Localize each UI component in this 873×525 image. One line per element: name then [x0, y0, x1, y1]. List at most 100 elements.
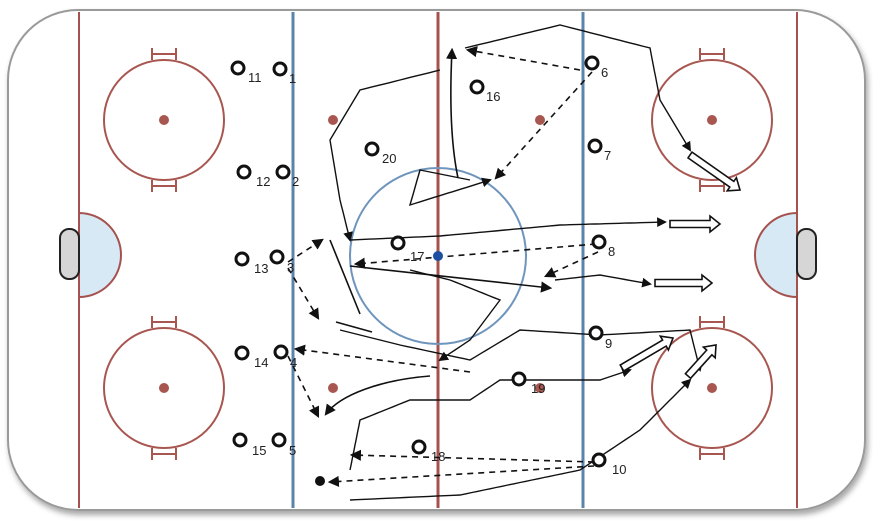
pass-3 [287, 238, 324, 263]
player-9: 9 [588, 325, 612, 351]
pass-3-down [287, 267, 320, 320]
player-marker [511, 371, 527, 387]
goal-net-right [796, 228, 817, 280]
player-marker [236, 164, 252, 180]
player-14: 14 [234, 345, 268, 370]
player-2: 2 [275, 164, 299, 189]
player-6: 6 [584, 55, 608, 80]
shot-arrow-bottom-a [619, 335, 675, 373]
player-marker [275, 164, 291, 180]
neutral-dot-tl [328, 115, 338, 125]
pass-4-down [287, 355, 320, 419]
player-marker [272, 61, 288, 77]
player-10: 10 [591, 452, 626, 477]
skate-top-left [329, 69, 441, 242]
player-label: 11 [248, 70, 262, 85]
skate-loop-top [408, 169, 492, 207]
player-marker [234, 251, 250, 267]
puck [433, 251, 443, 261]
player-label: 1 [289, 71, 296, 86]
player-label: 20 [382, 151, 396, 166]
skate-4 [324, 375, 431, 416]
skate-16-up [445, 47, 459, 179]
player-marker [364, 141, 380, 157]
player-label: 19 [531, 381, 545, 396]
neutral-dot-bl [328, 383, 338, 393]
faceoff-circle-bottom-left [103, 316, 225, 460]
player-13: 13 [234, 251, 268, 276]
crease-left [78, 211, 122, 299]
neutral-dot-br [535, 383, 545, 393]
player-marker [588, 325, 604, 341]
player-19: 19 [511, 371, 545, 396]
player-4: 4 [273, 344, 297, 370]
player-16: 16 [469, 79, 500, 104]
player-marker [273, 344, 289, 360]
pass-8-short [543, 251, 599, 278]
player-marker [269, 249, 285, 265]
player-7: 7 [587, 138, 611, 163]
goal-net-left [59, 228, 80, 280]
pass-10 [349, 449, 595, 463]
player-label: 7 [604, 148, 611, 163]
pass-10-bottom [327, 465, 595, 488]
shot-arrow-lower [654, 273, 714, 293]
player-label: 2 [292, 174, 299, 189]
pass-6-to-16 [465, 46, 581, 71]
player-label: 10 [612, 462, 626, 477]
player-label: 18 [431, 449, 445, 464]
center-circle [349, 167, 527, 345]
player-label: 9 [605, 336, 612, 351]
player-label: 16 [486, 89, 500, 104]
drill-paths [287, 24, 742, 501]
player-marker [232, 432, 248, 448]
line-3b [335, 321, 373, 333]
shot-arrow-bottom-b [684, 344, 717, 380]
neutral-dot-tr [535, 115, 545, 125]
player-marker [271, 432, 287, 448]
faceoff-circle-top-right [651, 48, 773, 192]
player-marker [587, 138, 603, 154]
player-label: 8 [608, 244, 615, 259]
player-8: 8 [591, 234, 615, 259]
crease-right [754, 211, 798, 299]
pass-6-down [494, 71, 593, 180]
skate-bottom-right [339, 329, 703, 372]
skate-top-right [464, 24, 692, 152]
faceoff-circle-top-left [103, 48, 225, 192]
player-17: 17 [390, 235, 424, 264]
skate-right-mid [554, 274, 652, 288]
player-3: 3 [269, 249, 294, 275]
skate-bottom-mid [349, 367, 632, 471]
player-marker [469, 79, 485, 95]
player-label: 17 [410, 249, 424, 264]
line-3 [329, 239, 361, 315]
pass-8 [353, 243, 597, 269]
player-12: 12 [236, 164, 270, 189]
shot-arrow-middle [669, 214, 722, 234]
player-marker [591, 452, 607, 468]
player-marker [230, 60, 246, 76]
pass-4 [293, 344, 471, 373]
skate-bottom [349, 378, 692, 501]
player-label: 12 [256, 174, 270, 189]
player-20: 20 [364, 141, 396, 166]
player-marker [584, 55, 600, 71]
faceoff-circle-bottom-right [651, 316, 773, 460]
skate-center-down [409, 269, 502, 362]
player-marker [411, 439, 427, 455]
shot-arrow-upper [686, 150, 742, 192]
player-label: 13 [254, 261, 268, 276]
player-label: 14 [254, 355, 268, 370]
shot-17 [349, 265, 553, 293]
player-11: 11 [230, 60, 262, 85]
player-label: 15 [252, 443, 266, 458]
player-1: 1 [272, 61, 296, 86]
player-label: 6 [601, 65, 608, 80]
player-18: 18 [411, 439, 445, 464]
player-marker [591, 234, 607, 250]
puck-bottom-left [315, 476, 325, 486]
